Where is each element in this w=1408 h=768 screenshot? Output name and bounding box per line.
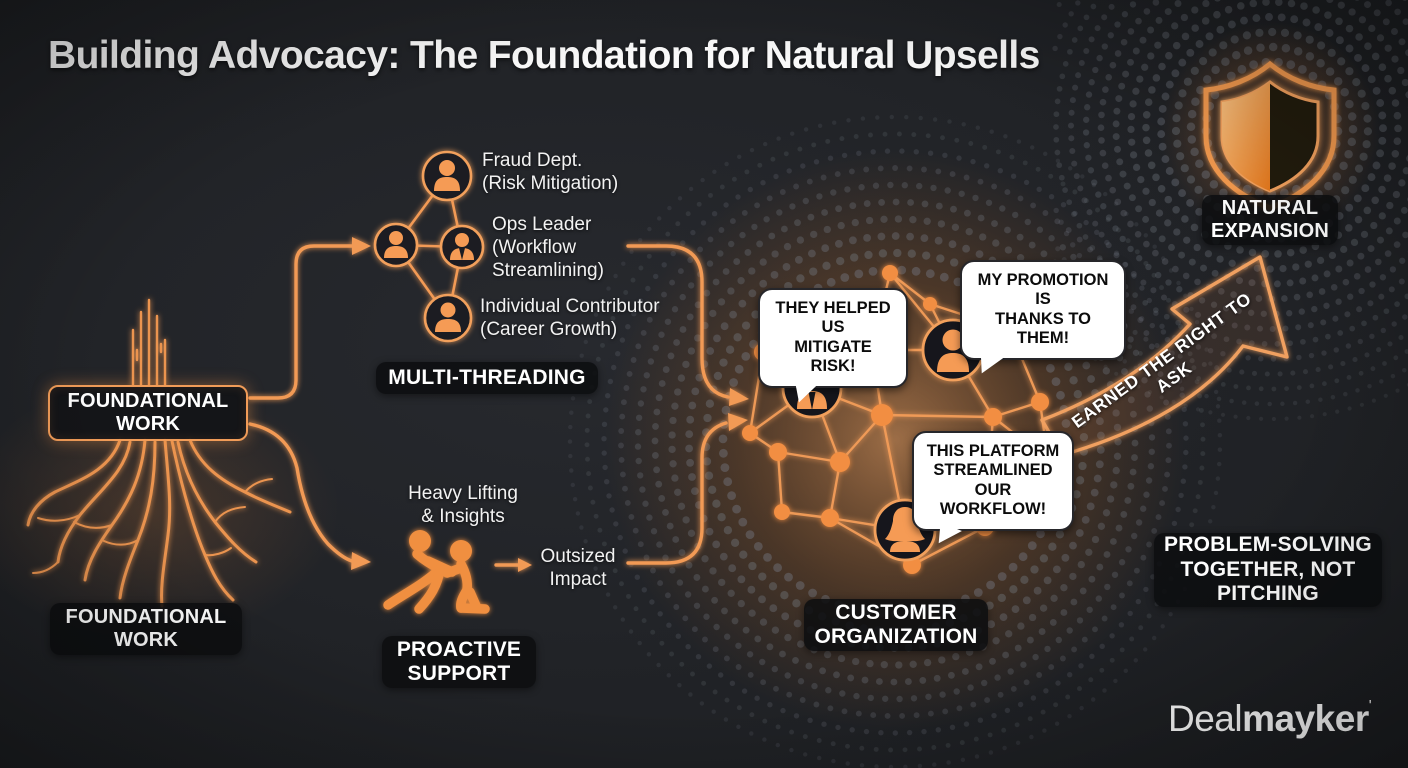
- contact-label-fraud: Fraud Dept. (Risk Mitigation): [482, 150, 619, 194]
- contact-avatar-ops-leader: [439, 224, 485, 270]
- dealmayker-logo: Dealmayker': [1168, 697, 1372, 740]
- heavy-lifting-label: Heavy Lifting & Insights: [408, 483, 518, 527]
- customer-organization-badge: CUSTOMER ORGANIZATION: [804, 599, 988, 651]
- shield-icon: [1203, 60, 1337, 211]
- outsized-impact-label: Outsized Impact: [540, 546, 616, 590]
- logo-prefix: Deal: [1168, 698, 1243, 739]
- person-network-icon: [373, 150, 485, 343]
- multi-threading-badge: MULTI-THREADING: [376, 362, 598, 394]
- contact-avatar-fraud: [421, 150, 473, 202]
- curved-arrow-icon: [1040, 255, 1289, 457]
- speech-bubble-risk: THEY HELPED US MITIGATE RISK!: [758, 288, 908, 388]
- speech-bubble-workflow: THIS PLATFORM STREAMLINED OUR WORKFLOW!: [912, 431, 1074, 531]
- foundational-work-badge: FOUNDATIONAL WORK: [50, 603, 242, 655]
- natural-expansion-badge: NATURAL EXPANSION: [1202, 195, 1338, 245]
- page-title: Building Advocacy: The Foundation for Na…: [48, 34, 1040, 77]
- contact-label-individual: Individual Contributor (Career Growth): [480, 296, 660, 340]
- proactive-support-badge: PROACTIVE SUPPORT: [382, 636, 536, 688]
- flow-connectors: [248, 244, 730, 567]
- contact-avatar-individual: [423, 293, 473, 343]
- tree-roots-icon: [26, 298, 292, 608]
- foundational-work-box: FOUNDATIONAL WORK: [48, 385, 248, 441]
- logo-suffix: mayker: [1242, 698, 1369, 739]
- logo-trademark: ': [1368, 697, 1372, 714]
- speech-bubble-promotion: MY PROMOTION IS THANKS TO THEM!: [960, 260, 1126, 360]
- problem-solving-badge: PROBLEM-SOLVING TOGETHER, NOT PITCHING: [1154, 533, 1382, 607]
- contact-label-ops-leader: Ops Leader (Workflow Streamlining): [492, 214, 604, 281]
- helping-figures-icon: [383, 530, 490, 614]
- connector-arrowheads: [351, 237, 749, 572]
- contact-avatar-left: [373, 222, 419, 268]
